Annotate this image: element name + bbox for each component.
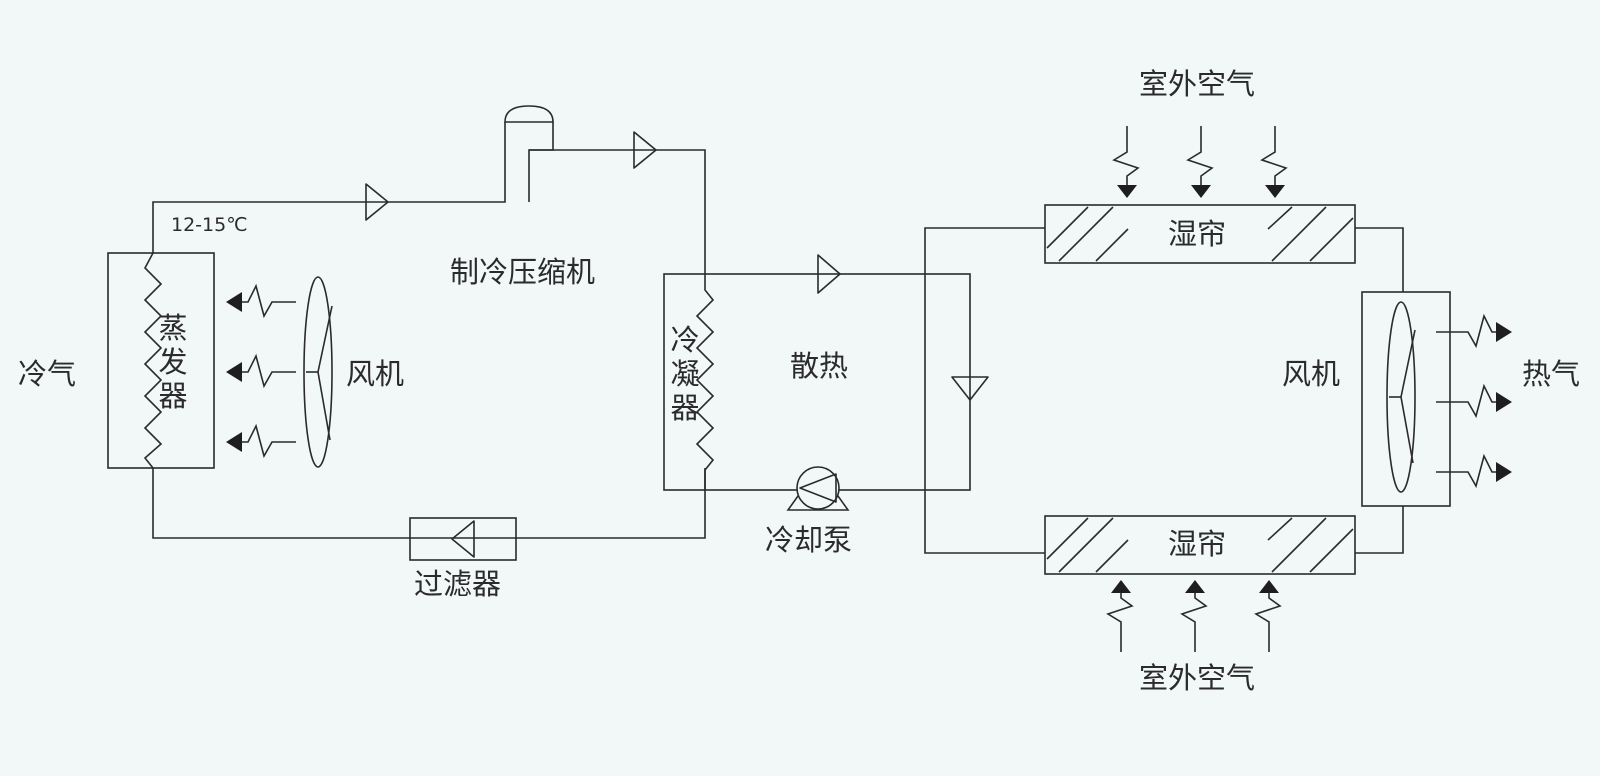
hot-air-arrows: [1436, 313, 1512, 489]
flow-arrow-icon: [365, 183, 389, 221]
condenser-label-1: 冷: [670, 323, 699, 357]
air-flow-arrow-icon: [1186, 126, 1214, 198]
pump-icon: [786, 466, 850, 511]
wet-curtain-top-label: 湿帘: [1168, 217, 1226, 251]
cold-air-label: 冷气: [18, 357, 76, 391]
fan-box-right: [1361, 291, 1451, 507]
fan-left-label: 风机: [346, 357, 404, 391]
air-flow-arrow-icon: [1436, 383, 1512, 419]
outdoor-air-top-label: 室外空气: [1139, 67, 1255, 101]
filter-label: 过滤器: [414, 567, 501, 601]
temperature-label: 12-15℃: [171, 214, 248, 236]
compressor-label: 制冷压缩机: [450, 255, 595, 289]
heat-dissipation-label: 散热: [790, 349, 848, 383]
fan-icon: [303, 276, 333, 468]
outdoor-air-top-arrows: [1112, 126, 1288, 198]
air-flow-arrow-icon: [226, 423, 296, 459]
condenser-label-3: 器: [670, 391, 699, 425]
evaporator-label-3: 器: [158, 379, 187, 413]
air-flow-arrow-icon: [226, 353, 296, 389]
cooling-pump-label: 冷却泵: [765, 523, 852, 557]
air-flow-arrow-icon: [1180, 580, 1208, 652]
air-flow-arrow-icon: [1260, 126, 1288, 198]
water-pipes: [924, 227, 1404, 554]
air-flow-arrow-icon: [226, 283, 296, 319]
air-flow-arrow-icon: [1436, 313, 1512, 349]
zigzag-coil-icon: [143, 252, 163, 469]
air-flow-arrow-icon: [1106, 580, 1134, 652]
evaporator: 蒸 发 器: [107, 252, 215, 469]
air-flow-arrow-icon: [1112, 126, 1140, 198]
flow-arrow-icon: [633, 131, 657, 169]
outdoor-air-bottom-arrows: [1106, 580, 1282, 652]
refrigerant-pipes: [152, 105, 706, 539]
evaporator-label-1: 蒸: [158, 311, 187, 345]
wet-curtain-top: [1044, 204, 1356, 264]
wet-curtain-bottom-label: 湿帘: [1168, 527, 1226, 561]
flow-arrow-icon: [451, 520, 475, 558]
air-flow-arrow-icon: [1254, 580, 1282, 652]
cold-air-arrows: [226, 283, 296, 459]
fan-right-label: 风机: [1282, 357, 1340, 391]
evaporator-label-2: 发: [158, 345, 187, 379]
hot-air-label: 热气: [1522, 357, 1580, 391]
outdoor-air-bottom-label: 室外空气: [1139, 661, 1255, 695]
condenser-label-2: 凝: [670, 357, 699, 391]
fan-icon: [1386, 301, 1416, 493]
zigzag-coil-icon: [695, 270, 715, 490]
air-flow-arrow-icon: [1436, 453, 1512, 489]
filter: [409, 517, 517, 561]
wet-curtain-bottom: [1044, 515, 1356, 575]
